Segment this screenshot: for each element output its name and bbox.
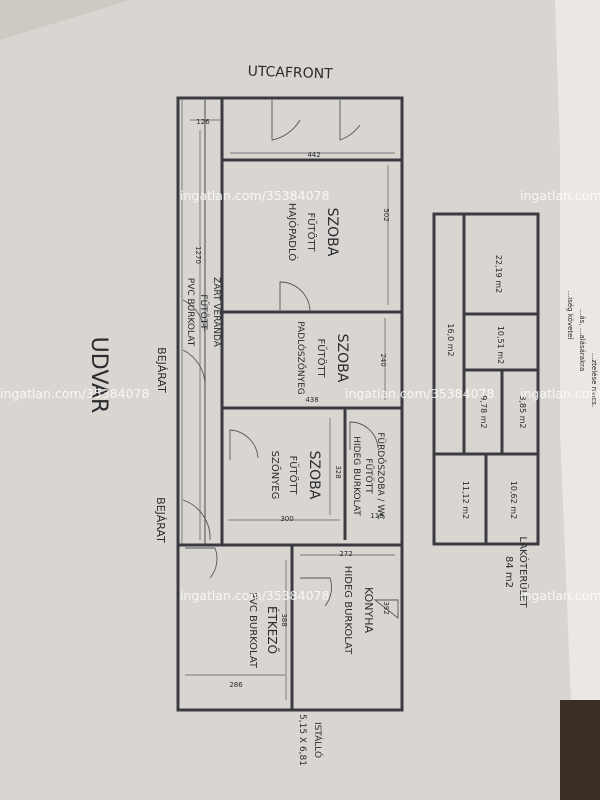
svg-text:PADLÓSZŐNYEG: PADLÓSZŐNYEG — [295, 321, 307, 395]
room-1-label: SZOBA FŰTÖTT HAJÓPADLÓ — [286, 203, 340, 261]
svg-text:9,78 m2: 9,78 m2 — [479, 395, 488, 428]
entrance-label-2: BEJÁRAT — [154, 497, 167, 543]
svg-text:SZOBA: SZOBA — [306, 451, 322, 500]
svg-text:22,19 m2: 22,19 m2 — [494, 255, 503, 293]
svg-text:FŰTÖTT: FŰTÖTT — [315, 338, 329, 378]
room-2-label: SZOBA FŰTÖTT PADLÓSZŐNYEG — [295, 321, 350, 395]
svg-text:1270: 1270 — [194, 246, 202, 264]
svg-text:442: 442 — [307, 151, 320, 159]
svg-text:10,62 m2: 10,62 m2 — [509, 481, 518, 519]
paper-shadow — [0, 0, 130, 40]
area-table — [432, 212, 540, 546]
svg-text:...ztelése nincs.: ...ztelése nincs. — [590, 353, 598, 407]
svg-text:10,51 m2: 10,51 m2 — [496, 326, 505, 364]
svg-text:ÉTKEZŐ: ÉTKEZŐ — [265, 606, 280, 654]
svg-text:328: 328 — [334, 465, 342, 478]
svg-text:FŰTÖTT: FŰTÖTT — [305, 212, 319, 252]
dimension-labels: 126 442 502 1270 240 438 328 300 118 272… — [194, 118, 390, 689]
svg-text:HIDEG BURKOLAT: HIDEG BURKOLAT — [342, 566, 353, 655]
svg-text:...iség követel: ...iség követel — [566, 291, 574, 340]
building-outline — [176, 96, 404, 712]
yard-label: UDVAR — [86, 337, 111, 414]
kitchen-label: KONYHA HIDEG BURKOLAT — [342, 566, 375, 655]
bathroom-label: FÜRDŐSZOBA / WC FŰTÖTT HIDEG BURKOLAT — [351, 432, 386, 519]
watermark-7: ingatlan.com/35384078 — [520, 588, 600, 603]
area-values: 22,19 m2 16,0 m2 10,51 m2 3,85 m2 9,78 m… — [446, 255, 527, 519]
watermark-2: ingatlan.com/35384078 — [520, 188, 600, 203]
svg-text:FŰTÖTT: FŰTÖTT — [363, 458, 374, 494]
svg-text:300: 300 — [280, 515, 293, 523]
watermark-1: ingatlan.com/35384078 — [180, 188, 329, 203]
svg-text:FÜRDŐSZOBA / WC: FÜRDŐSZOBA / WC — [375, 432, 386, 519]
room-3-label: SZOBA FŰTÖTT SZŐNYEG — [269, 451, 322, 500]
svg-text:SZOBA: SZOBA — [334, 334, 350, 383]
stable-size: 5,15 X 6,81 — [297, 714, 307, 766]
svg-text:392: 392 — [382, 601, 390, 614]
svg-text:PVC BURKOLAT: PVC BURKOLAT — [247, 592, 258, 669]
living-area-value: 84 m2 — [503, 556, 514, 588]
svg-text:118: 118 — [370, 512, 383, 520]
watermark-5: ingatlan.com/35384078 — [520, 386, 600, 401]
svg-text:FŰTÖTT: FŰTÖTT — [287, 455, 301, 495]
svg-text:502: 502 — [382, 208, 390, 221]
svg-text:HIDEG BURKOLAT: HIDEG BURKOLAT — [351, 436, 361, 516]
svg-text:438: 438 — [305, 396, 318, 404]
svg-text:FŰTÖTT: FŰTÖTT — [198, 294, 209, 330]
svg-text:11,12 m2: 11,12 m2 — [461, 481, 470, 519]
watermark-3: ingatlan.com/35384078 — [0, 386, 149, 401]
dining-label: ÉTKEZŐ PVC BURKOLAT — [247, 592, 280, 669]
entrance-label-1: BEJÁRAT — [155, 347, 168, 393]
svg-text:126: 126 — [196, 118, 210, 126]
side-note: ...iség követel ...ás, ...alásárakra ...… — [566, 291, 598, 408]
svg-text:SZOBA: SZOBA — [324, 208, 340, 257]
svg-text:16,0 m2: 16,0 m2 — [446, 323, 455, 356]
stable-label: ISTÁLLÓ — [312, 722, 324, 758]
svg-text:PVC BURKOLAT: PVC BURKOLAT — [185, 278, 195, 347]
watermark-4: ingatlan.com/35384078 — [345, 386, 494, 401]
table-shadow — [560, 700, 600, 800]
svg-text:SZŐNYEG: SZŐNYEG — [269, 451, 283, 500]
svg-text:...ás, ...alásárakra: ...ás, ...alásárakra — [578, 309, 586, 372]
living-area-label: LAKÓTERÜLET — [517, 536, 530, 608]
svg-text:3,85 m2: 3,85 m2 — [518, 395, 527, 428]
svg-text:272: 272 — [339, 550, 352, 558]
svg-text:286: 286 — [229, 681, 243, 689]
watermark-6: ingatlan.com/35384078 — [180, 588, 329, 603]
svg-text:HAJÓPADLÓ: HAJÓPADLÓ — [286, 203, 299, 261]
svg-text:240: 240 — [379, 353, 387, 366]
svg-text:388: 388 — [280, 613, 288, 626]
street-label: UTCAFRONT — [247, 64, 333, 83]
paper-edge — [555, 0, 600, 800]
svg-text:KONYHA: KONYHA — [362, 587, 375, 633]
veranda-label: ZÁRT VERANDA FŰTÖTT PVC BURKOLAT — [185, 277, 223, 348]
svg-text:ZÁRT VERANDA: ZÁRT VERANDA — [211, 277, 223, 348]
